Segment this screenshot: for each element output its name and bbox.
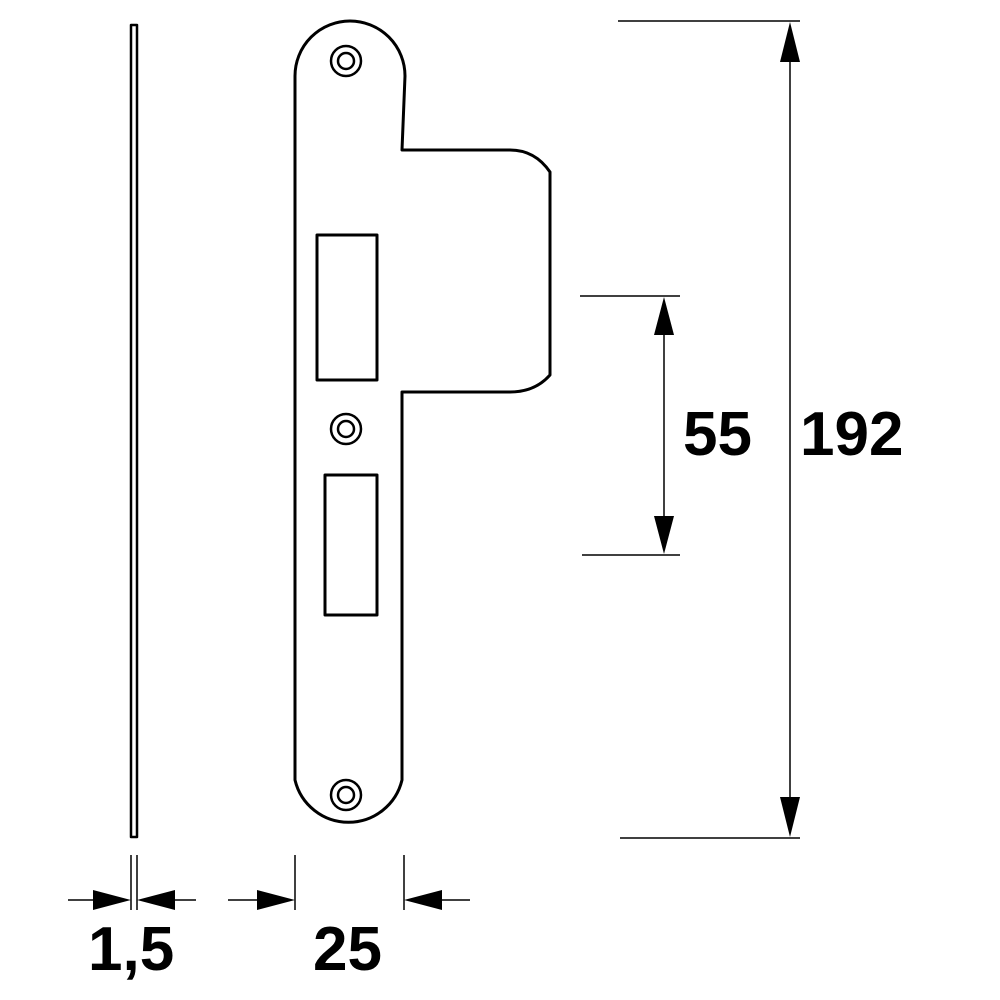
latch-opening	[315, 233, 379, 382]
arrow-down-icon	[780, 797, 800, 837]
arrow-up-icon	[654, 297, 674, 335]
arrow-left-icon	[404, 890, 442, 910]
arrow-down-icon	[654, 516, 674, 554]
width-dimension	[228, 855, 470, 910]
screw-hole-middle	[329, 412, 363, 446]
screw-hole-bottom	[329, 778, 363, 812]
plate-side-view	[129, 23, 139, 839]
thickness-label: 1,5	[88, 915, 174, 984]
arrow-right-icon	[93, 890, 131, 910]
screw-hole-top	[329, 44, 363, 78]
hole-spacing-label: 55	[683, 400, 752, 469]
bolt-opening	[323, 473, 379, 617]
length-dimension	[618, 20, 800, 839]
hole-spacing-dimension	[580, 295, 680, 556]
arrow-up-icon	[780, 22, 800, 62]
arrow-left-icon	[137, 890, 175, 910]
length-label: 192	[800, 400, 903, 469]
width-label: 25	[313, 915, 382, 984]
plate-front-outline	[293, 19, 552, 824]
arrow-right-icon	[257, 890, 295, 910]
thickness-dimension	[68, 855, 196, 910]
